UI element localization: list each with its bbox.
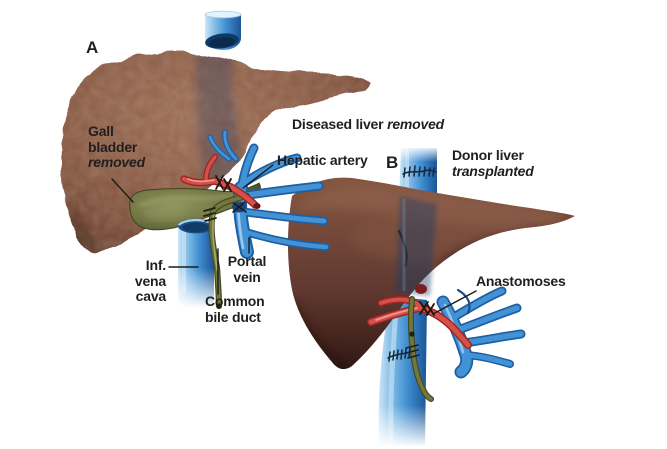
common-bile-duct-label: Common bile duct bbox=[205, 293, 265, 325]
cava-suture-lower bbox=[387, 347, 412, 362]
panel-b-letter: B bbox=[386, 153, 399, 172]
donor-vena-cava-through-liver bbox=[395, 196, 437, 296]
leader-hepatic-artery bbox=[242, 164, 274, 189]
panel-b-donor-liver bbox=[287, 148, 575, 446]
panel-a-letter: A bbox=[86, 38, 99, 57]
leader-gallbladder bbox=[111, 178, 134, 203]
donor-bile-duct bbox=[405, 296, 434, 402]
hepatic-artery-label: Hepatic artery bbox=[277, 152, 368, 168]
panel-b-caption: Donor liver transplanted bbox=[452, 147, 534, 179]
anastomoses-label: Anastomoses bbox=[476, 273, 566, 289]
artery-ligature bbox=[215, 175, 232, 192]
inf-vena-cava-label: Inf. vena cava bbox=[134, 257, 166, 304]
gallbladder bbox=[129, 182, 261, 231]
gallbladder-label: Gall bladder removed bbox=[88, 123, 145, 170]
donor-hepatic-artery bbox=[367, 284, 472, 349]
donor-vena-cava-lower bbox=[378, 296, 427, 446]
leader-anastomoses bbox=[432, 290, 477, 315]
cava-stump bbox=[204, 10, 242, 50]
duct-ligature bbox=[203, 207, 217, 222]
donor-portal-vein bbox=[436, 286, 526, 379]
cava-suture-upper bbox=[402, 165, 437, 178]
portal-vein-label: Portal vein bbox=[227, 253, 267, 285]
panel-a-caption: Diseased liver removed bbox=[292, 116, 445, 132]
leader-lines bbox=[111, 164, 477, 315]
artery-suture-knot bbox=[419, 301, 435, 316]
donor-hilum-vessels bbox=[367, 165, 526, 402]
hepatic-artery-a bbox=[180, 154, 261, 209]
inferior-vena-cava-a bbox=[178, 224, 214, 308]
